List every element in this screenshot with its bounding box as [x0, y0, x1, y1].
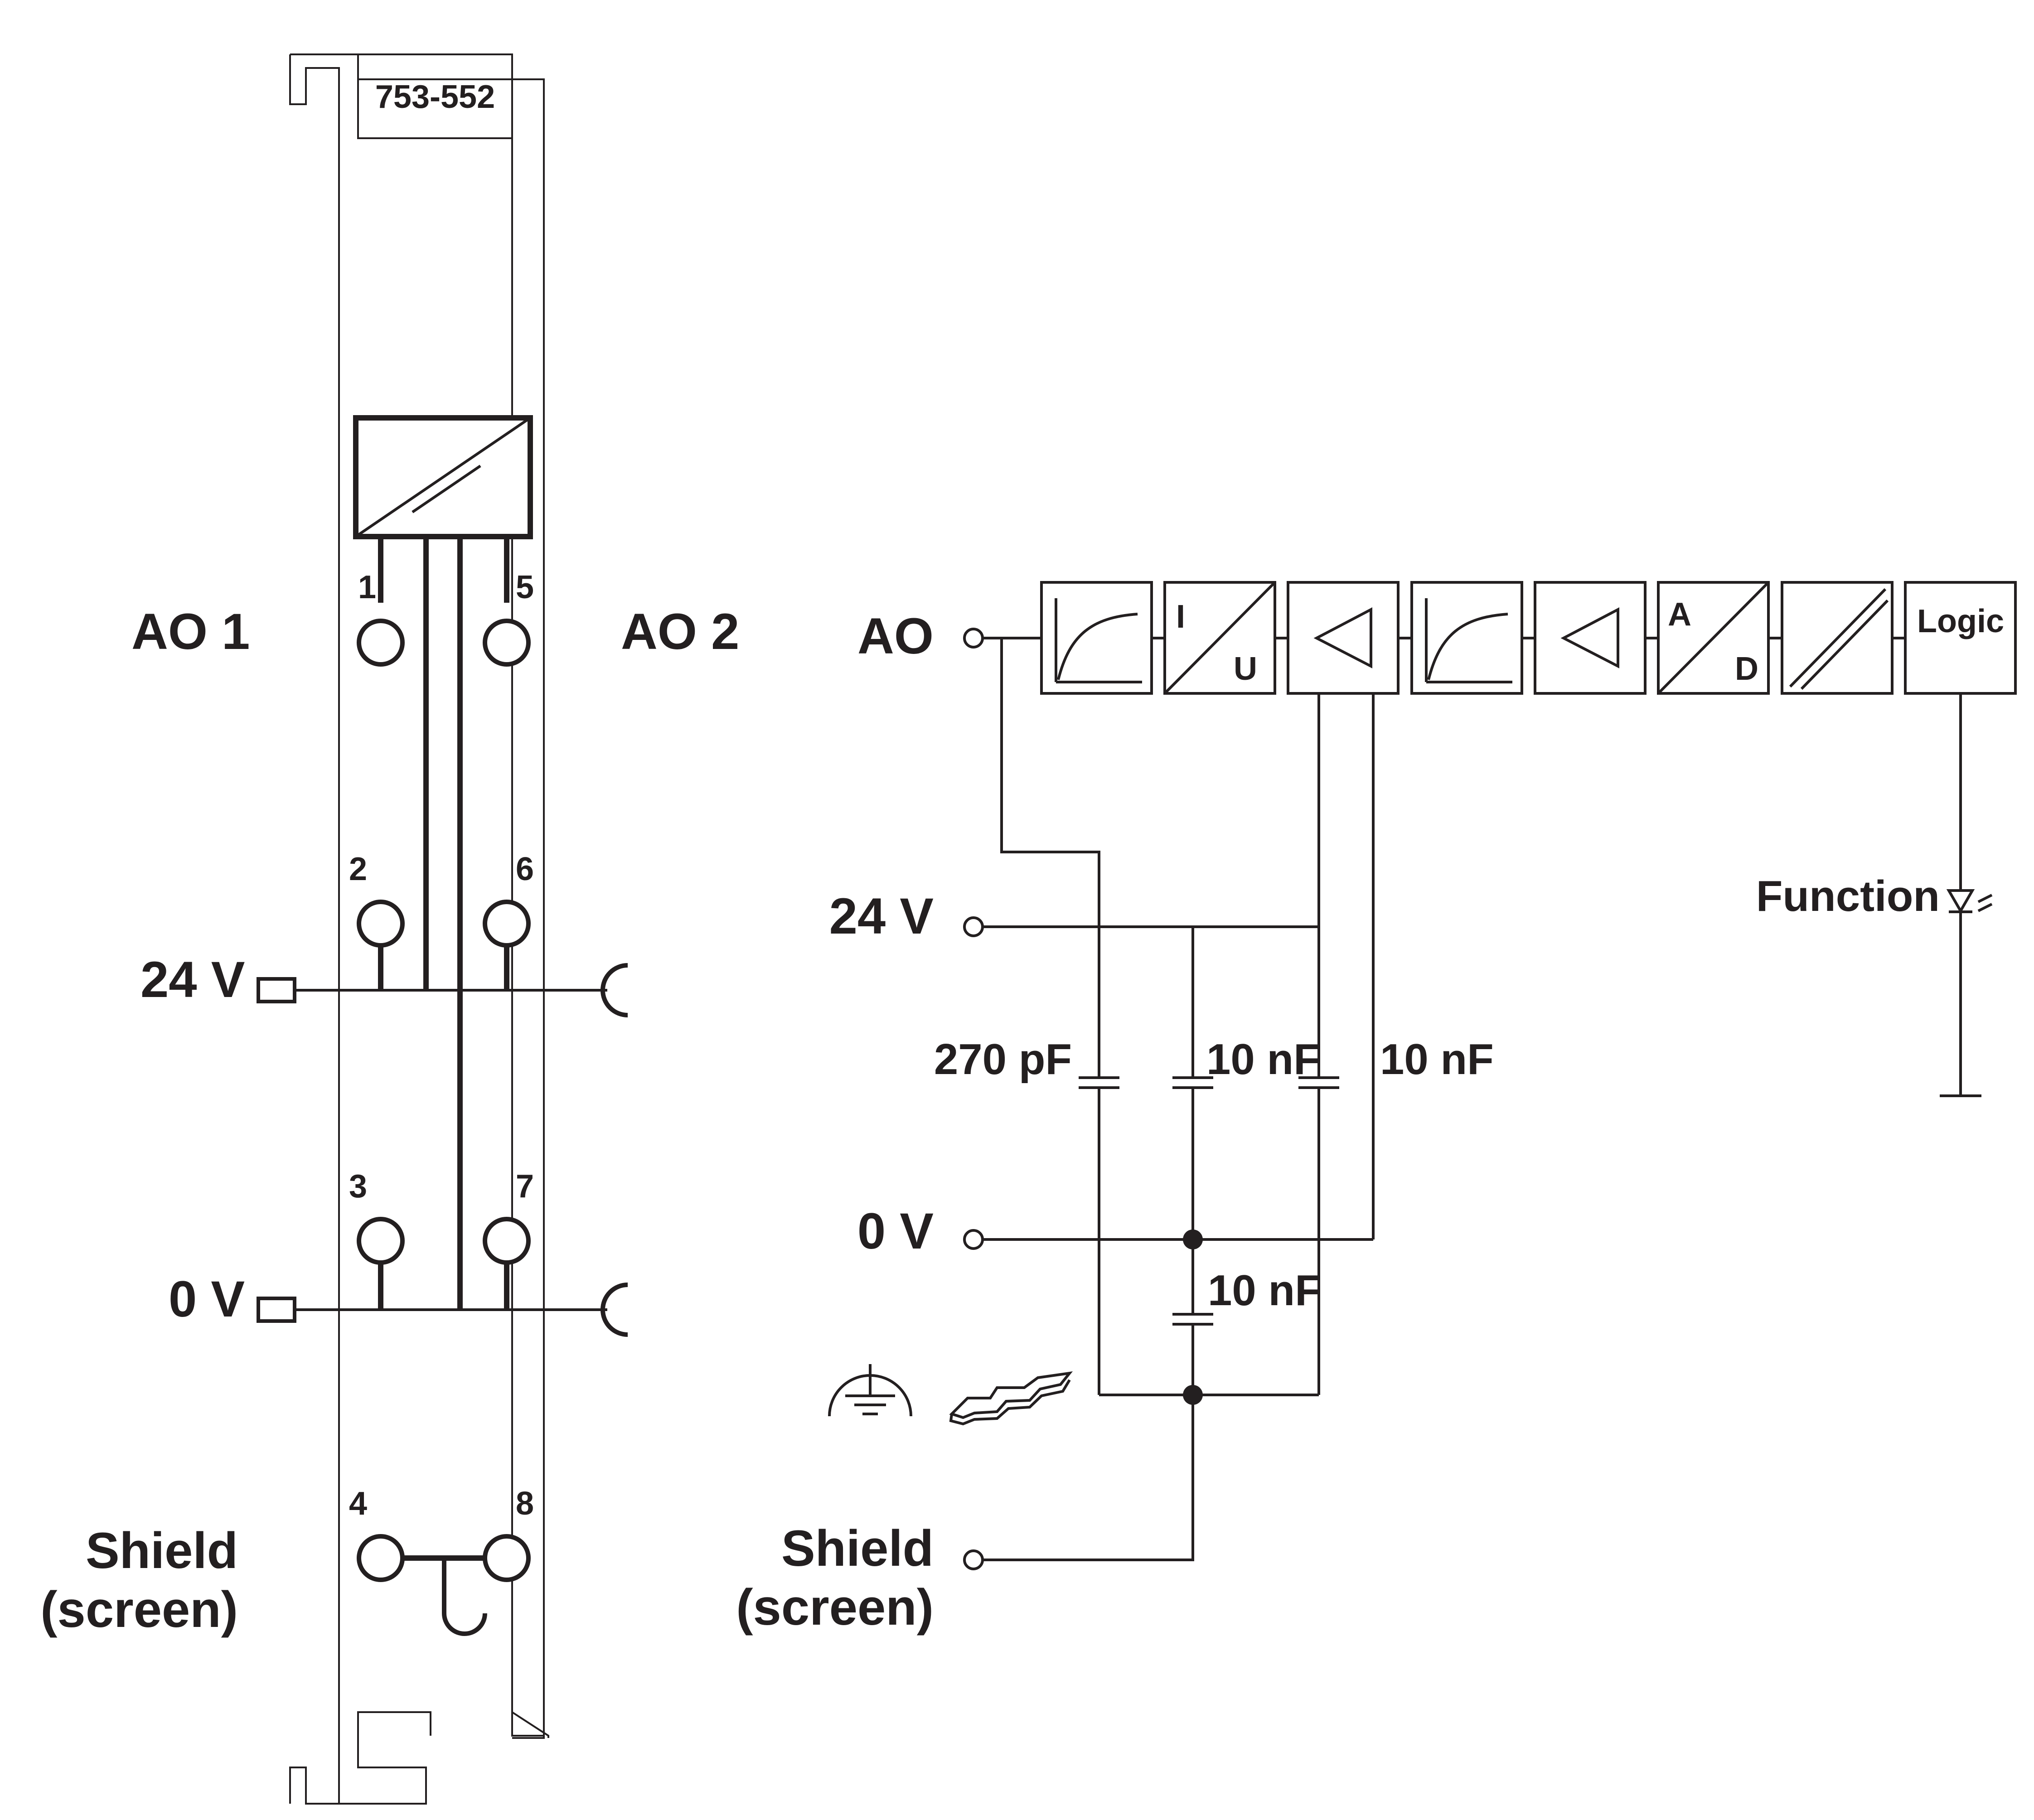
function-block-chain: I U A D Logic: [1040, 581, 2017, 695]
ground-icon: [828, 1364, 912, 1417]
module-housing-top: [289, 54, 427, 1805]
capacitor-10nf-b: [1296, 1076, 1341, 1089]
part-number-box: [357, 53, 513, 139]
cap-10nf-label-b: 10 nF: [1380, 1035, 1494, 1084]
capacitor-10nf-a: [1170, 1076, 1216, 1089]
iu-label-u: U: [1234, 651, 1257, 687]
wire-mid-bus: [983, 927, 1194, 1561]
pin-4-label: 4: [349, 1486, 367, 1522]
pin-8-label: 8: [516, 1486, 534, 1522]
cap-10nf-label-a: 10 nF: [1206, 1035, 1320, 1084]
terminal-4[interactable]: [357, 1534, 405, 1582]
shield-label-2: (screen): [40, 1581, 238, 1638]
connector-0v-in: [257, 1297, 296, 1323]
iu-label-i: I: [1176, 599, 1185, 635]
module-housing-right: [512, 78, 545, 1739]
converter-diagonal-2: [412, 465, 481, 513]
terminal-7[interactable]: [483, 1217, 531, 1265]
ao2-label: AO 2: [621, 603, 739, 660]
din-rail-icon: [949, 1371, 1073, 1426]
shield-hook: [442, 1558, 487, 1636]
module-front-view: 753-552 1 5 2 6 3 7 4 8: [40, 53, 739, 1805]
led-icon: [1946, 889, 1993, 914]
cap-270pf-label: 270 pF: [934, 1035, 1072, 1084]
ao-label: AO: [857, 608, 934, 664]
terminal-3[interactable]: [357, 1217, 405, 1265]
shield-label-1: Shield: [86, 1522, 238, 1579]
amplifier-block-1: [1287, 581, 1400, 695]
v0-label: 0 V: [857, 1203, 934, 1259]
pin-7-label: 7: [516, 1168, 534, 1205]
shield-terminal[interactable]: [963, 1549, 984, 1570]
connector-0v-out: [601, 1283, 628, 1337]
rail-0v-label: 0 V: [169, 1271, 245, 1327]
v24-terminal[interactable]: [963, 916, 984, 937]
ad-label-d: D: [1735, 651, 1758, 687]
cap-10nf-label-c: 10 nF: [1208, 1266, 1322, 1315]
capacitor-270pf: [1076, 1076, 1122, 1089]
terminal-5[interactable]: [483, 619, 531, 667]
terminal-8[interactable]: [483, 1534, 531, 1582]
pin-3-label: 3: [349, 1168, 367, 1205]
pin-6-label: 6: [516, 851, 534, 887]
rail-24v-label: 24 V: [140, 951, 245, 1008]
pin-1-label: 1: [358, 569, 376, 605]
ao1-label: AO 1: [131, 603, 250, 660]
shield-label-r1: Shield: [781, 1520, 934, 1577]
module-housing: [290, 53, 549, 1738]
ad-label-a: A: [1668, 596, 1691, 633]
internal-schematic: AO 24 V 0 V Shield (screen): [736, 581, 2017, 1636]
part-number: 753-552: [375, 79, 495, 115]
terminal-6[interactable]: [483, 900, 531, 948]
v24-label: 24 V: [829, 888, 934, 944]
connector-24v-in: [257, 977, 296, 1003]
capacitor-10nf-c: [1170, 1313, 1216, 1326]
converter-diagonal: [355, 416, 531, 538]
v0-terminal[interactable]: [963, 1229, 984, 1250]
pin-5-label: 5: [516, 569, 534, 605]
logic-label: Logic: [1917, 603, 2004, 639]
terminal-2[interactable]: [357, 900, 405, 948]
pin-2-label: 2: [349, 851, 367, 887]
shield-label-r2: (screen): [736, 1579, 934, 1636]
wire-ao-to-270pf: [1000, 638, 1100, 1395]
terminal-1[interactable]: [357, 619, 405, 667]
junction-0v: [1183, 1229, 1203, 1249]
connector-24v-out: [601, 963, 628, 1017]
logic-block: [1904, 581, 2017, 695]
junction-rail: [1183, 1385, 1203, 1405]
function-label: Function: [1756, 872, 1940, 920]
amplifier-block-2: [1534, 581, 1647, 695]
ao-terminal[interactable]: [963, 628, 984, 649]
